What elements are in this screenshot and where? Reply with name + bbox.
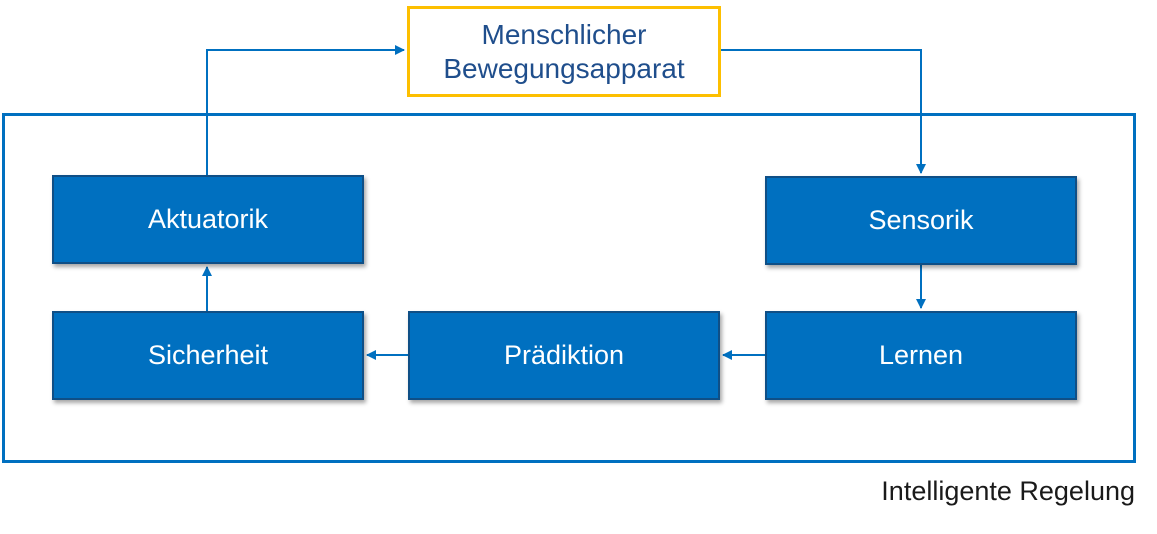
arrow-human-to-sensorik (718, 49, 926, 174)
node-lernen: Lernen (765, 311, 1077, 400)
node-aktuatorik: Aktuatorik (52, 175, 364, 264)
intelligent-control-container (2, 113, 1136, 463)
node-sicherheit: Sicherheit (52, 311, 364, 400)
human-musculoskeletal-box: Menschlicher Bewegungsapparat (407, 6, 721, 97)
arrow-aktuatorik-to-human (206, 45, 405, 175)
node-sensorik: Sensorik (765, 176, 1077, 265)
node-praediktion: Prädiktion (408, 311, 720, 400)
container-caption: Intelligente Regelung (881, 476, 1135, 506)
